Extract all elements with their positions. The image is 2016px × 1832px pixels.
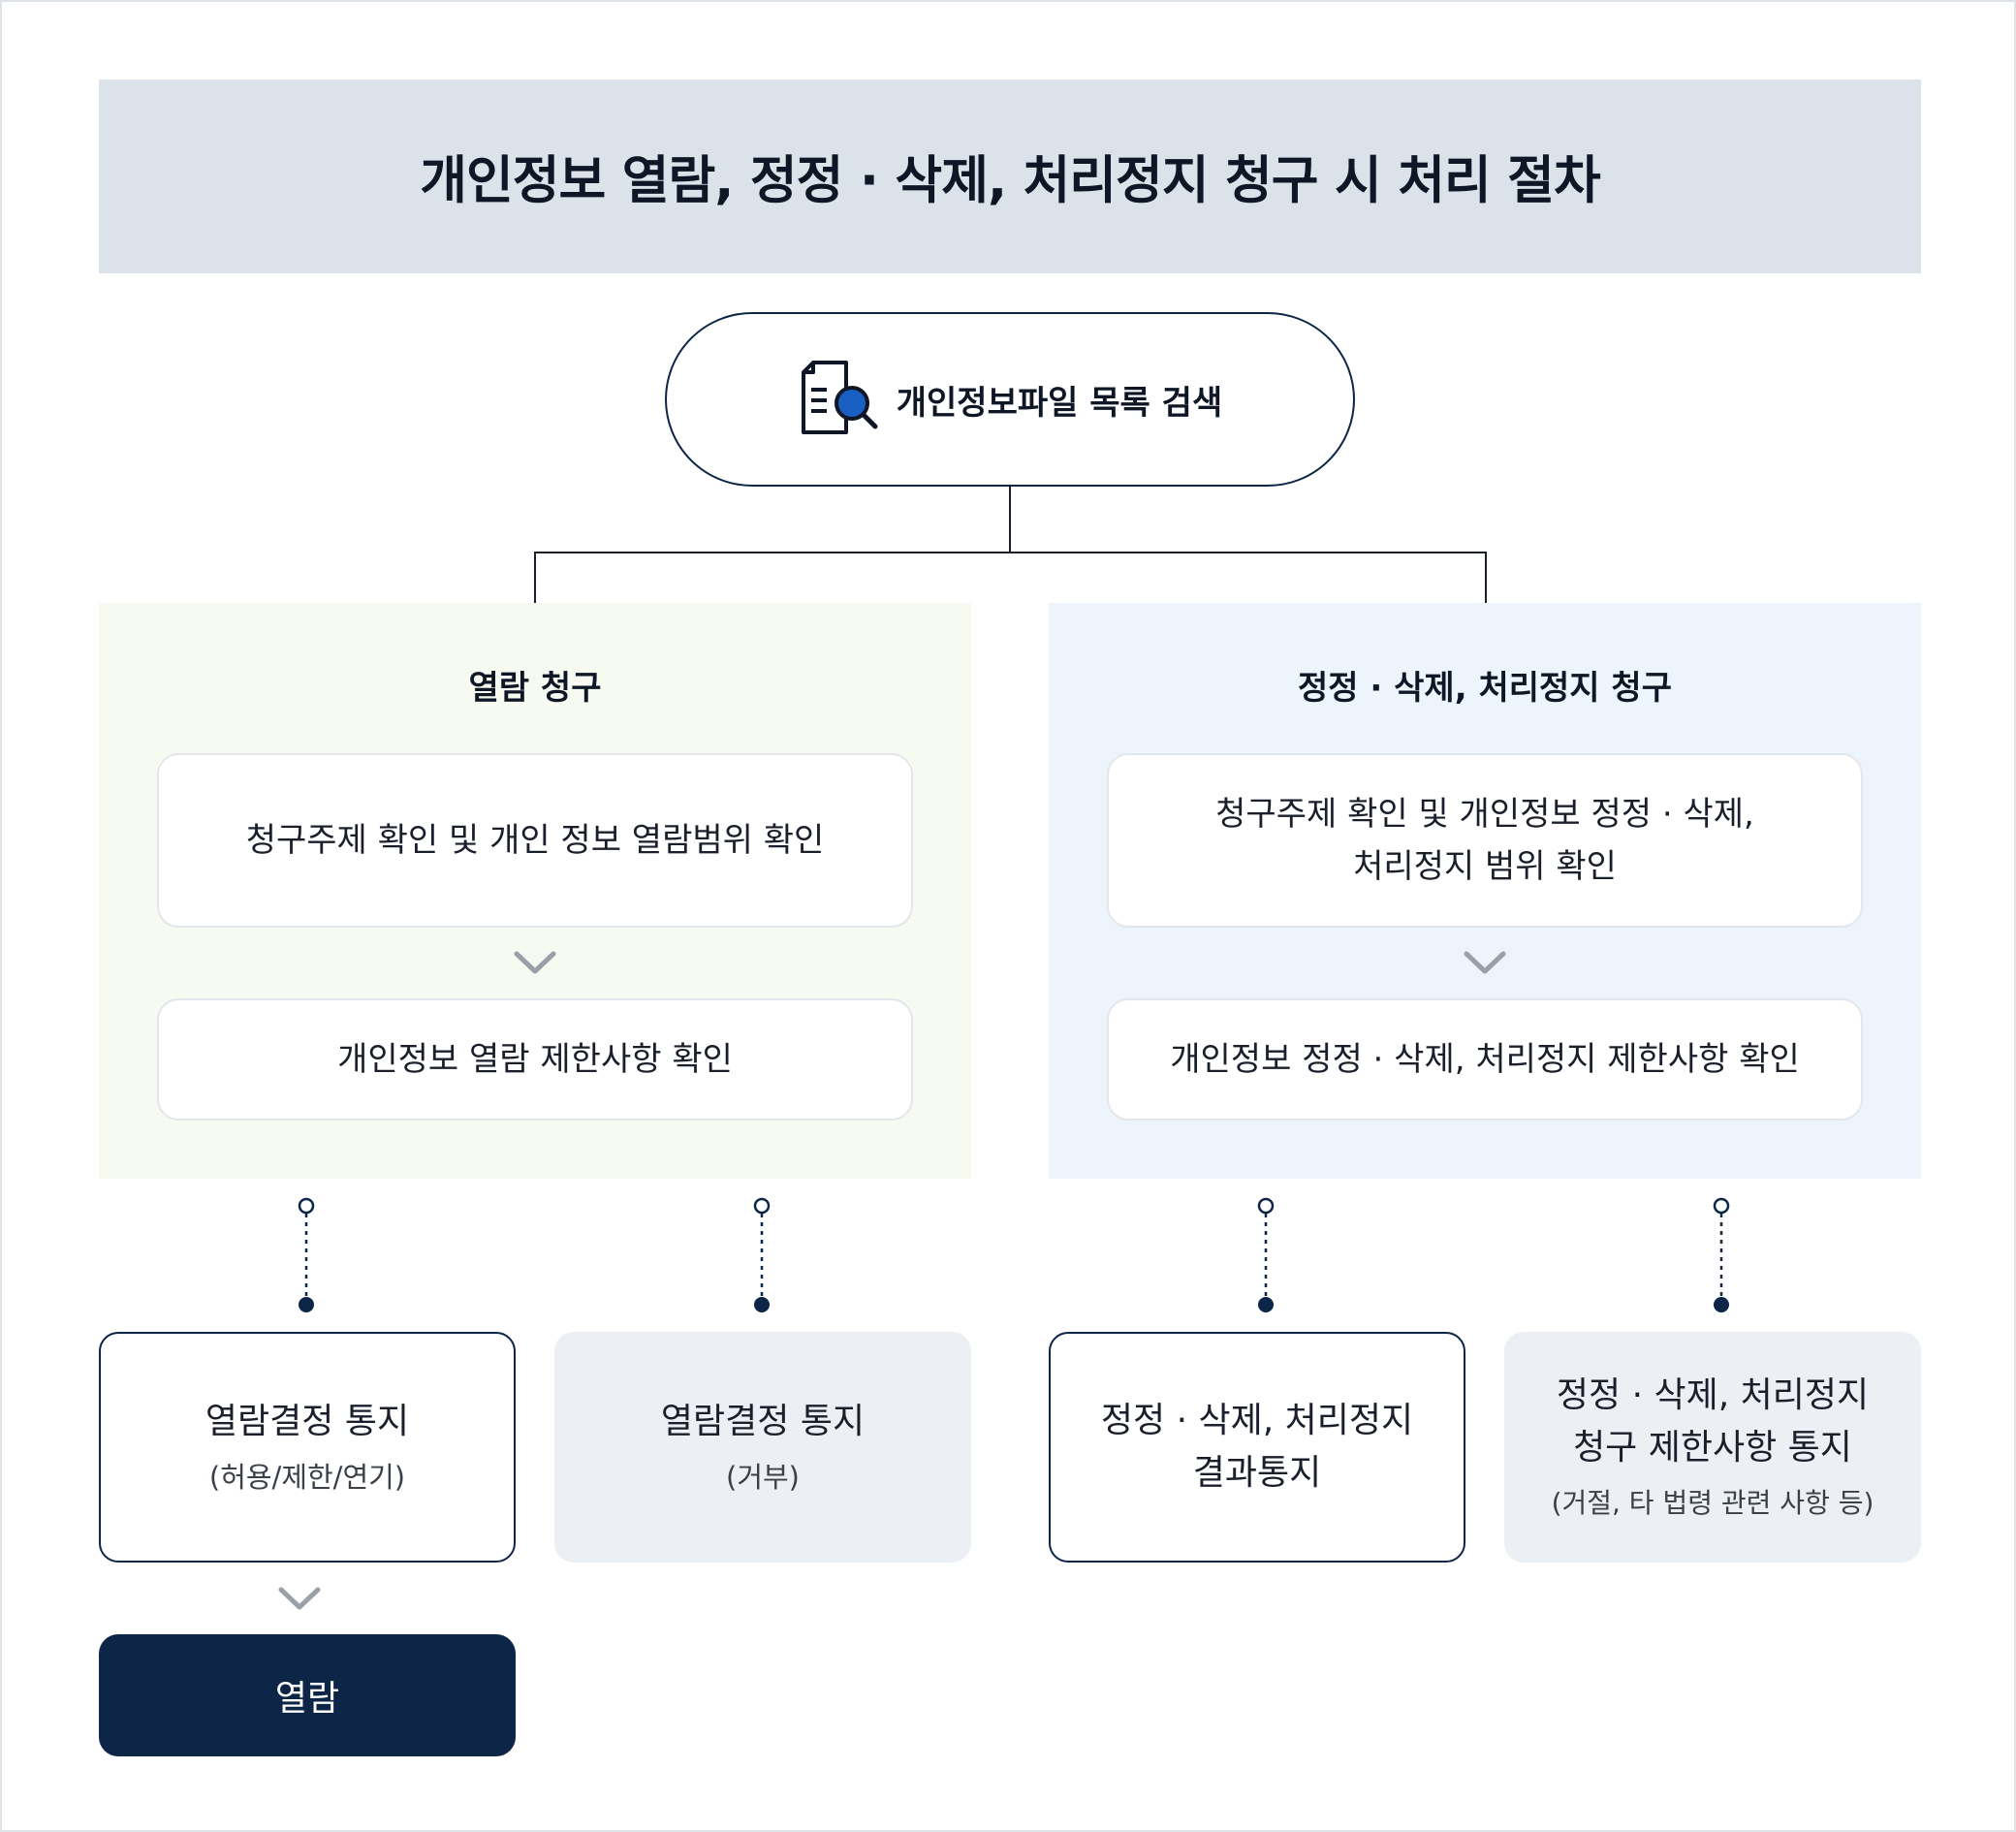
connector-end-dot: [299, 1297, 314, 1312]
result-correction-restriction: 정정 · 삭제, 처리정지 청구 제한사항 통지 (거절, 타 법령 관련 사항…: [1504, 1332, 1921, 1563]
search-node-label: 개인정보파일 목록 검색: [896, 383, 1223, 423]
result-viewing-rejected: 열람결정 통지 (거부): [554, 1332, 971, 1563]
header-banner: 개인정보 열람, 정정 · 삭제, 처리정지 청구 시 처리 절차: [99, 79, 1921, 273]
tree-connector: [534, 487, 1487, 603]
final-viewing-label: 열람: [274, 1679, 340, 1719]
result-main-text: 정정 · 삭제, 처리정지 청구 제한사항 통지: [1556, 1375, 1870, 1468]
result-correction-notice: 정정 · 삭제, 처리정지 결과통지: [1049, 1332, 1465, 1563]
connector-end-dot: [1258, 1297, 1274, 1312]
correction-step-1: 청구주제 확인 및 개인정보 정정 · 삭제, 처리정지 범위 확인: [1107, 753, 1863, 928]
result-sub-text: (허용/제한/연기): [208, 1461, 406, 1494]
result-sub-text: (거부): [726, 1461, 800, 1494]
viewing-request-title: 열람 청구: [468, 669, 602, 708]
connector-start-dot: [1713, 1197, 1730, 1215]
connector-start-dot: [753, 1197, 771, 1215]
document-search-icon: [801, 361, 878, 434]
result-main-text: 열람결정 통지: [205, 1402, 410, 1441]
dotted-connector-2: [753, 1197, 771, 1312]
correction-request-title: 정정 · 삭제, 처리정지 청구: [1298, 669, 1672, 708]
page-title: 개인정보 열람, 정정 · 삭제, 처리정지 청구 시 처리 절차: [420, 151, 1600, 210]
connector-end-dot: [754, 1297, 770, 1312]
dotted-connector-4: [1713, 1197, 1730, 1312]
connector-start-dot: [1257, 1197, 1275, 1215]
viewing-step-1: 청구주제 확인 및 개인 정보 열람범위 확인: [157, 753, 913, 928]
result-main-text: 정정 · 삭제, 처리정지 결과통지: [1100, 1401, 1414, 1493]
final-viewing-node: 열람: [99, 1634, 516, 1756]
chevron-down-icon: [514, 951, 556, 974]
connector-end-dot: [1714, 1297, 1729, 1312]
dotted-connector-1: [298, 1197, 315, 1312]
correction-step-2: 개인정보 정정 · 삭제, 처리정지 제한사항 확인: [1107, 998, 1863, 1121]
correction-request-panel: 정정 · 삭제, 처리정지 청구 청구주제 확인 및 개인정보 정정 · 삭제,…: [1049, 603, 1921, 1179]
result-main-text: 열람결정 통지: [660, 1402, 866, 1441]
chevron-down-icon: [278, 1587, 321, 1610]
dotted-connector-3: [1257, 1197, 1275, 1312]
chevron-down-icon: [1464, 951, 1506, 974]
viewing-step-2: 개인정보 열람 제한사항 확인: [157, 998, 913, 1121]
connector-start-dot: [298, 1197, 315, 1215]
result-viewing-approved: 열람결정 통지 (허용/제한/연기): [99, 1332, 516, 1563]
result-sub-text: (거절, 타 법령 관련 사항 등): [1551, 1487, 1874, 1519]
search-node: 개인정보파일 목록 검색: [665, 312, 1355, 487]
viewing-request-panel: 열람 청구 청구주제 확인 및 개인 정보 열람범위 확인 개인정보 열람 제한…: [99, 603, 971, 1179]
